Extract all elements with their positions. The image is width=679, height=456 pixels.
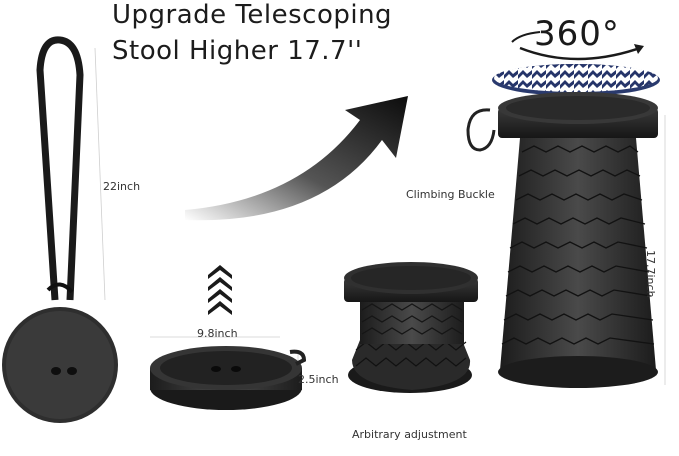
extended-height-dimension: 17.7inch xyxy=(644,250,657,298)
folded-height-dimension: 2.5inch xyxy=(298,373,339,386)
climbing-buckle-label: Climbing Buckle xyxy=(406,188,495,201)
diameter-dimension: 9.8inch xyxy=(197,327,238,340)
strap-length-dimension: 22inch xyxy=(103,180,141,193)
fully-extended-stool xyxy=(466,31,660,388)
flat-folded-stool xyxy=(150,346,307,410)
folded-stool-with-strap xyxy=(2,36,118,423)
up-arrows-icon xyxy=(208,265,232,315)
rotation-label: 360° xyxy=(534,14,620,54)
partially-extended-stool xyxy=(344,262,478,393)
arbitrary-adjustment-label: Arbitrary adjustment xyxy=(352,428,467,441)
curved-arrow-icon xyxy=(185,96,408,221)
headline-line-1: Upgrade Telescoping xyxy=(112,0,393,30)
headline-line-2: Stool Higher 17.7'' xyxy=(112,36,363,66)
